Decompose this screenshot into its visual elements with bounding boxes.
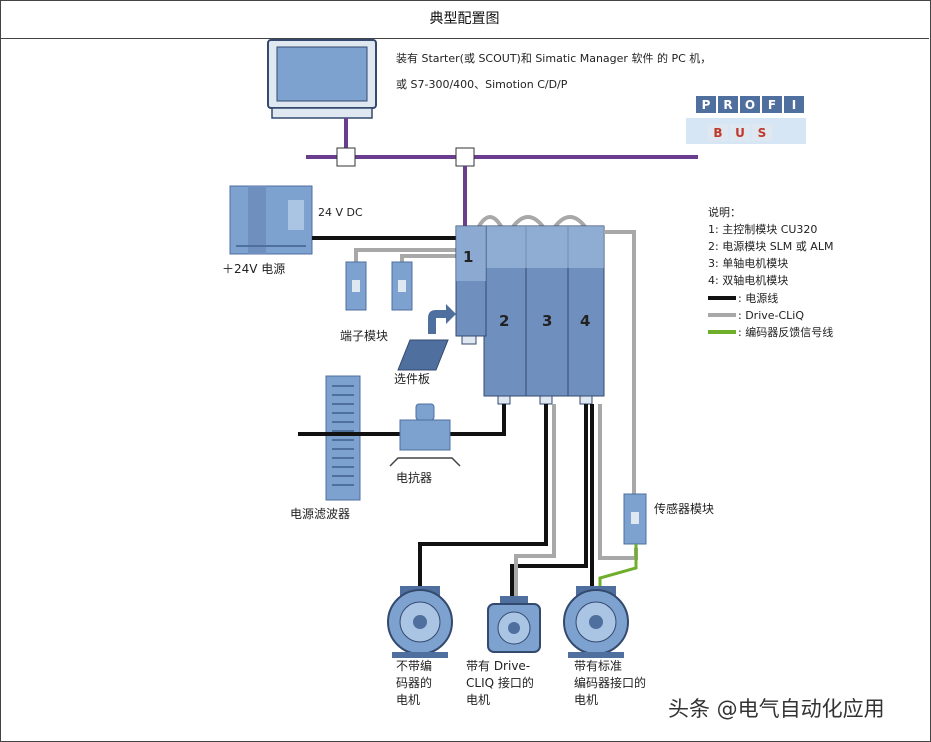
motor-1-label-line1: 不带编: [396, 658, 432, 673]
profi-letter: P: [702, 98, 711, 112]
module-number-2: 2: [499, 312, 509, 330]
legend-line-power: : 电源线: [738, 291, 778, 305]
motor-3-label-line3: 电机: [574, 693, 598, 707]
profi-letter: I: [792, 98, 796, 112]
mains-power-line: [298, 404, 506, 436]
supply-voltage-label: 24 V DC: [318, 206, 363, 219]
supply-label: ＋24V 电源: [222, 262, 285, 276]
legend-line-encoder: : 编码器反馈信号线: [738, 325, 833, 339]
legend-item-3: 3: 单轴电机模块: [708, 256, 788, 270]
pc-description-line1: 装有 Starter(或 SCOUT)和 Simatic Manager 软件 …: [396, 51, 711, 65]
profi-letter: F: [768, 98, 776, 112]
motor-2-label-line3: 电机: [466, 693, 490, 707]
motor-cable-1: [418, 404, 548, 588]
legend: 说明： 1: 主控制模块 CU320 2: 电源模块 SLM 或 ALM 3: …: [708, 205, 833, 339]
legend-item-2: 2: 电源模块 SLM 或 ALM: [708, 239, 833, 253]
insert-arrow-icon: [428, 304, 456, 334]
profi-tile: [784, 96, 804, 113]
profi-tile: [696, 96, 716, 113]
legend-item-4: 4: 双轴电机模块: [708, 273, 788, 287]
cliq-loop-3: [552, 215, 588, 230]
line-reactor: [389, 403, 461, 467]
motor-with-drive-cliq: [487, 596, 541, 653]
module-number-1: 1: [463, 248, 473, 266]
motor-2-label-line1: 带有 Drive-: [466, 659, 530, 673]
motor-2-label-line2: CLIQ 接口的: [466, 675, 534, 690]
cliq-terminal-1: [354, 248, 456, 262]
legend-item-1: 1: 主控制模块 CU320: [708, 222, 817, 236]
module-number-3: 3: [542, 312, 552, 330]
pc-description-line2: 或 S7-300/400、Simotion C/D/P: [396, 78, 568, 91]
profi-letter: O: [745, 98, 755, 112]
cliq-loop-1: [476, 215, 504, 230]
sensor-module: [623, 493, 647, 545]
sensor-module-label: 传感器模块: [654, 501, 714, 516]
drive-module-group: [455, 225, 605, 405]
page-title: 典型配置图: [0, 0, 929, 39]
legend-line-cliq: : Drive-CLiQ: [738, 309, 804, 322]
motor-without-encoder: [387, 586, 453, 658]
bus-tile: [752, 124, 772, 141]
line-filter: [325, 375, 361, 501]
profi-tile: [718, 96, 738, 113]
cliq-to-sensor-module: [604, 230, 636, 494]
bus-tile: [708, 124, 728, 141]
bus-letter: B: [713, 126, 722, 140]
pc-monitor-icon: [267, 39, 377, 119]
profi-tile: [762, 96, 782, 113]
option-board-label: 选件板: [394, 372, 430, 386]
bus-tile: [730, 124, 750, 141]
motor-cable-2: [510, 404, 588, 598]
profi-letter: R: [723, 98, 732, 112]
bus-letter: U: [735, 126, 745, 140]
reactor-label: 电抗器: [396, 470, 432, 485]
bus-letter: S: [758, 126, 767, 140]
motor-1-label-line3: 电机: [396, 693, 420, 707]
power-supply-24v: [229, 185, 313, 255]
watermark: 头条 @电气自动化应用: [668, 697, 885, 721]
legend-title: 说明：: [708, 205, 741, 219]
terminal-module-label: 端子模块: [340, 329, 388, 343]
line-filter-label: 电源滤波器: [290, 507, 350, 521]
module-number-4: 4: [580, 312, 590, 330]
motor-with-encoder: [563, 586, 629, 658]
motor-3-label-line2: 编码器接口的: [574, 675, 646, 690]
bus-connector-cu: [455, 147, 475, 167]
terminal-module-2: [391, 261, 413, 311]
cliq-terminal-2: [400, 254, 456, 262]
option-board: [397, 339, 449, 371]
bus-connector-pc: [336, 147, 356, 167]
motor-1-label-line2: 码器的: [396, 675, 432, 690]
terminal-module-1: [345, 261, 367, 311]
motor-3-label-line1: 带有标准: [574, 659, 622, 673]
cliq-loop-2: [510, 215, 546, 230]
cliq-motor-2: [514, 404, 556, 598]
encoder-feedback-line: [598, 544, 638, 588]
profi-tile: [740, 96, 760, 113]
